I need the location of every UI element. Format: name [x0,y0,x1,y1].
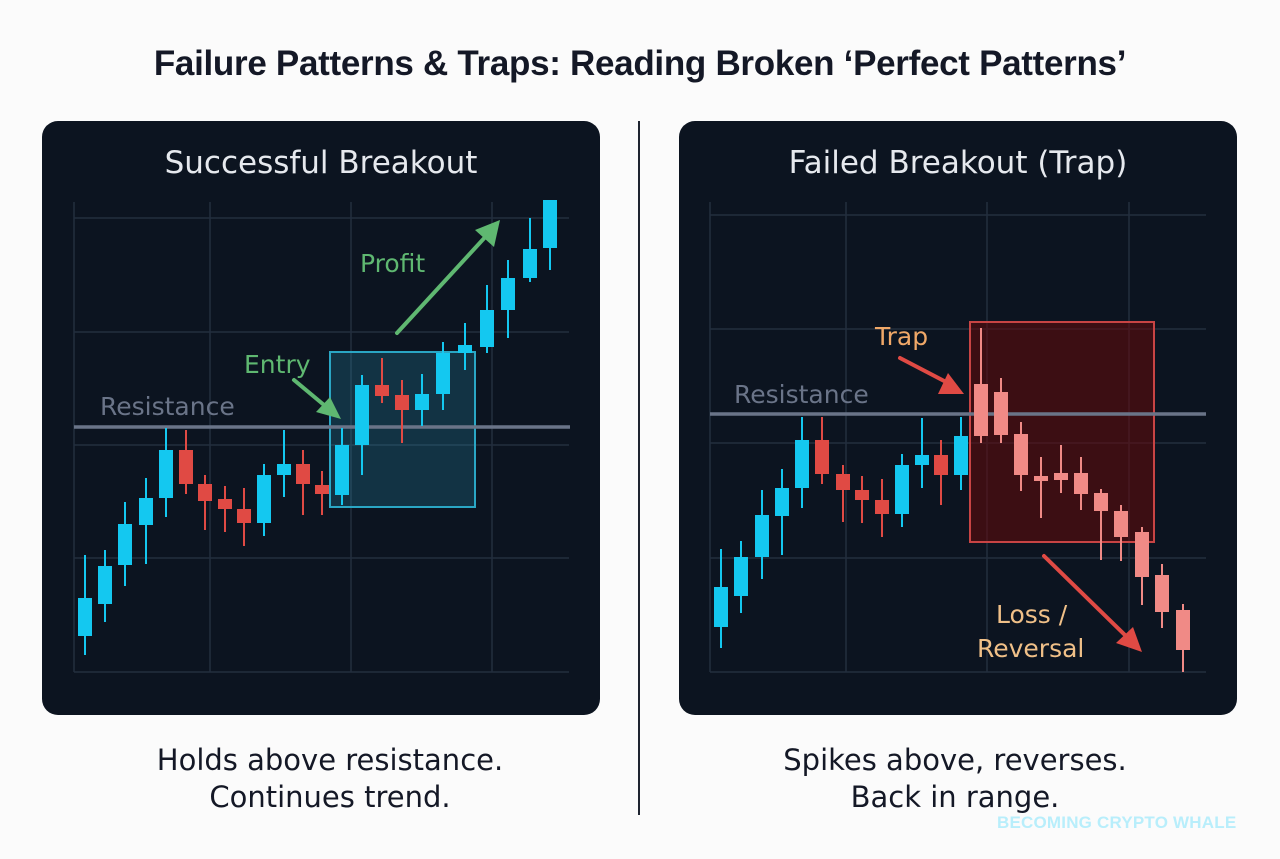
candle [795,417,809,508]
failed-breakout-title: Failed Breakout (Trap) [788,145,1128,181]
candle [1114,505,1128,561]
failed-breakout-panel: Failed Breakout (Trap) Resistance Trap L… [679,121,1237,715]
candle [118,502,132,586]
candle [1094,489,1108,560]
candles-group [78,200,557,655]
candle [1155,564,1169,628]
candle [775,469,789,555]
candle [315,471,329,515]
candle [198,475,212,530]
trap-label: Trap [874,322,928,351]
successful-breakout-panel: Successful Breakout Resistance Entry Pro… [42,121,600,715]
caption-line-1: Spikes above, reverses. [783,743,1127,777]
candle [1014,422,1028,491]
candle [994,378,1008,443]
candle [855,476,869,523]
caption-line-2: Continues trend. [209,780,451,814]
resistance-label: Resistance [734,380,869,409]
candle [218,486,232,532]
page-title: Failure Patterns & Traps: Reading Broken… [153,44,1127,83]
candle [501,260,515,338]
successful-breakout-caption: Holds above resistance. Continues trend. [50,742,610,816]
candle [543,200,557,270]
candle [1176,604,1190,672]
candle [480,285,494,353]
failed-breakout-caption: Spikes above, reverses. Back in range. [675,742,1235,816]
profit-label: Profit [360,249,425,278]
candle [523,218,537,282]
candle [1034,457,1048,518]
caption-line-2: Back in range. [850,780,1060,814]
resistance-label: Resistance [100,392,235,421]
chart-grid [73,202,569,673]
candle [257,464,271,536]
loss-label-line1: Loss / [996,600,1068,629]
candle [277,430,291,497]
candle [436,342,450,410]
candle [954,417,968,490]
candle [415,374,429,426]
candle [355,375,369,475]
candle [237,488,251,546]
candle [1074,457,1088,510]
candle [1054,445,1068,493]
candle [875,479,889,537]
candle [815,417,829,484]
candle [734,541,748,613]
candle [159,428,173,517]
candle [139,478,153,564]
trap-arrow-icon [898,356,964,394]
candle [78,555,92,655]
loss-label-line2: Reversal [977,634,1084,663]
entry-arrow-icon [292,378,341,419]
candle [335,428,349,505]
successful-breakout-chart: Resistance Entry Profit [73,200,570,673]
entry-label: Entry [244,350,311,379]
candle [895,454,909,527]
candle [296,450,310,515]
watermark: BECOMING CRYPTO WHALE [997,813,1237,832]
loss-arrow-icon [1042,554,1142,652]
center-divider [638,121,640,815]
failed-breakout-chart: Resistance Trap Loss / Reversal [709,202,1206,673]
successful-breakout-title: Successful Breakout [164,145,478,181]
candle [836,465,850,522]
caption-line-1: Holds above resistance. [156,743,504,777]
candles-group [714,328,1190,672]
candle [98,550,112,622]
candle [1135,527,1149,605]
profit-arrow-icon [395,220,500,335]
candle [714,549,728,648]
candle [375,358,389,403]
candle [458,323,472,370]
candle [915,418,929,488]
candle [179,430,193,494]
candle [974,328,988,443]
candle [755,490,769,579]
candle [934,440,948,505]
candle [395,380,409,443]
